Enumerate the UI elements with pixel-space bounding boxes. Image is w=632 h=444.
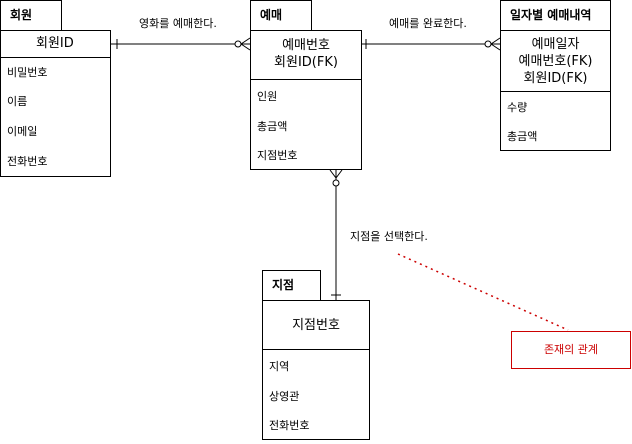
- branch-key-number: 지점번호: [292, 318, 340, 333]
- reservation-key-section: 예매번호 회원ID(FK): [251, 31, 361, 80]
- reservation-entity-title: 예매: [250, 0, 312, 31]
- reservation-attr-branch-no: 지점번호: [257, 149, 298, 162]
- detail-entity-name: 일자별 예매내역: [510, 8, 592, 22]
- detail-key-date: 예매일자: [531, 37, 580, 52]
- relationship-label-reservation-branch: 지점을 선택한다.: [350, 228, 428, 244]
- reservation-entity: 예매번호 회원ID(FK) 인원 총금액 지점번호: [250, 30, 362, 170]
- detail-key-member-fk: 회원ID(FK): [523, 71, 588, 86]
- branch-entity-title: 지점: [262, 270, 321, 301]
- branch-entity: 지점번호 지역 상영관 전화번호: [262, 300, 370, 440]
- detail-key-section: 예매일자 예매번호(FK) 회원ID(FK): [501, 31, 610, 92]
- member-entity-title: 회원: [0, 0, 62, 31]
- reservation-key-number: 예매번호: [282, 38, 330, 53]
- existence-relationship-note: 존재의 관계: [511, 331, 631, 369]
- member-entity: 회원ID 비밀번호 이름 이메일 전화번호: [0, 30, 111, 177]
- branch-entity-name: 지점: [272, 278, 295, 292]
- reservation-attr-total: 총금액: [257, 120, 288, 133]
- member-reservation-connector: [111, 37, 251, 51]
- member-key-id: 회원ID: [36, 36, 74, 51]
- relationship-label-reservation-detail: 예매를 완료한다.: [389, 15, 467, 31]
- member-attr-name: 이름: [7, 95, 28, 108]
- branch-attr-region: 지역: [269, 360, 290, 373]
- branch-attr-phone: 전화번호: [269, 419, 310, 432]
- reservation-attr-people: 인원: [257, 90, 278, 103]
- branch-key-section: 지점번호: [263, 301, 369, 350]
- member-key-section: 회원ID: [1, 31, 110, 58]
- reservation-detail-connector: [362, 37, 501, 51]
- detail-entity: 예매일자 예매번호(FK) 회원ID(FK) 수량 총금액: [500, 30, 611, 151]
- relationship-label-member-reservation: 영화를 예매한다.: [139, 15, 217, 31]
- detail-attr-quantity: 수량: [507, 101, 528, 114]
- detail-key-reservation-fk: 예매번호(FK): [518, 54, 593, 69]
- detail-entity-title: 일자별 예매내역: [500, 0, 611, 31]
- member-attr-email: 이메일: [7, 125, 38, 138]
- reservation-entity-name: 예매: [260, 8, 283, 22]
- detail-attr-total: 총금액: [507, 130, 538, 143]
- reservation-branch-connector: [329, 169, 343, 300]
- member-attr-phone: 전화번호: [7, 155, 48, 168]
- member-entity-name: 회원: [10, 8, 33, 22]
- reservation-key-member-fk: 회원ID(FK): [274, 55, 338, 70]
- branch-attr-theater: 상영관: [269, 390, 300, 403]
- member-attr-password: 비밀번호: [7, 66, 48, 79]
- note-connector: [397, 253, 569, 331]
